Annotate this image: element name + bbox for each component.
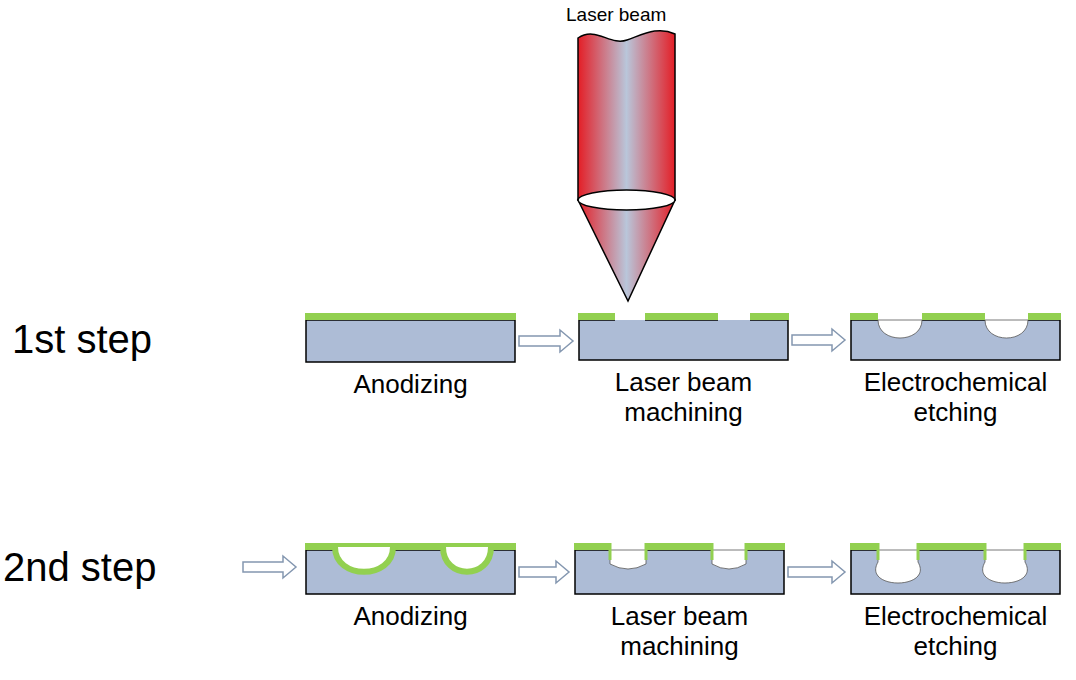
step-caption: Laser beam machining bbox=[578, 368, 789, 428]
etched-pit bbox=[712, 550, 746, 569]
oxide-layer bbox=[578, 313, 789, 320]
oxide-wall bbox=[917, 543, 920, 560]
exposed-metal bbox=[615, 320, 645, 322]
oxide-wall bbox=[984, 543, 987, 560]
process-step: Electrochemical etching bbox=[850, 313, 1061, 428]
substrate bbox=[851, 550, 1060, 594]
flow-arrow bbox=[788, 561, 845, 583]
flow-arrow bbox=[792, 329, 845, 351]
wafer-section bbox=[305, 313, 516, 364]
wafer-section bbox=[850, 313, 1061, 362]
flow-arrow bbox=[519, 330, 573, 352]
process-step: Anodizing bbox=[305, 543, 516, 632]
process-step: Laser beam machining bbox=[578, 313, 789, 428]
laser-lens bbox=[578, 190, 675, 210]
laser-beam-cone bbox=[578, 200, 675, 301]
etched-pit bbox=[876, 550, 921, 583]
substrate bbox=[306, 320, 515, 362]
process-step: Anodizing bbox=[305, 313, 516, 400]
laser-opening bbox=[615, 313, 645, 321]
etched-pit bbox=[985, 320, 1028, 338]
etched-pit bbox=[878, 320, 922, 338]
etched-pit bbox=[983, 550, 1028, 583]
oxide-layer bbox=[574, 543, 785, 550]
oxide-wall bbox=[711, 543, 714, 560]
oxide-wall bbox=[877, 543, 880, 560]
oxide-layer bbox=[305, 313, 516, 320]
laser-beam-body bbox=[578, 31, 675, 200]
step-label: 2nd step bbox=[3, 545, 156, 590]
substrate bbox=[579, 320, 788, 360]
oxide-wall bbox=[645, 543, 648, 560]
step-caption: Electrochemical etching bbox=[850, 602, 1061, 662]
oxide-wall bbox=[745, 543, 748, 560]
process-step: Laser beam machining bbox=[574, 543, 785, 662]
etched-pit bbox=[610, 550, 646, 569]
wafer-section bbox=[574, 543, 785, 596]
substrate bbox=[851, 320, 1060, 360]
substrate bbox=[575, 550, 784, 594]
laser-opening bbox=[718, 313, 750, 321]
step-label: 1st step bbox=[12, 317, 152, 362]
wafer-section bbox=[850, 543, 1061, 596]
flow-arrow bbox=[519, 561, 569, 583]
oxide-layer bbox=[850, 313, 1061, 320]
wafer-section bbox=[578, 313, 789, 362]
step-caption: Anodizing bbox=[305, 370, 516, 400]
process-step: Electrochemical etching bbox=[850, 543, 1061, 662]
oxide-wall bbox=[609, 543, 612, 560]
wafer-section bbox=[305, 543, 516, 596]
step-caption: Laser beam machining bbox=[574, 602, 785, 662]
exposed-metal bbox=[718, 320, 750, 322]
step-caption: Anodizing bbox=[305, 602, 516, 632]
oxide-layer bbox=[850, 543, 1061, 550]
beam-label: Laser beam bbox=[566, 4, 666, 26]
anodized-pit bbox=[443, 547, 491, 572]
flow-arrow bbox=[243, 556, 296, 578]
oxide-wall bbox=[1024, 543, 1027, 560]
step-caption: Electrochemical etching bbox=[850, 368, 1061, 428]
anodized-pit bbox=[335, 547, 393, 572]
